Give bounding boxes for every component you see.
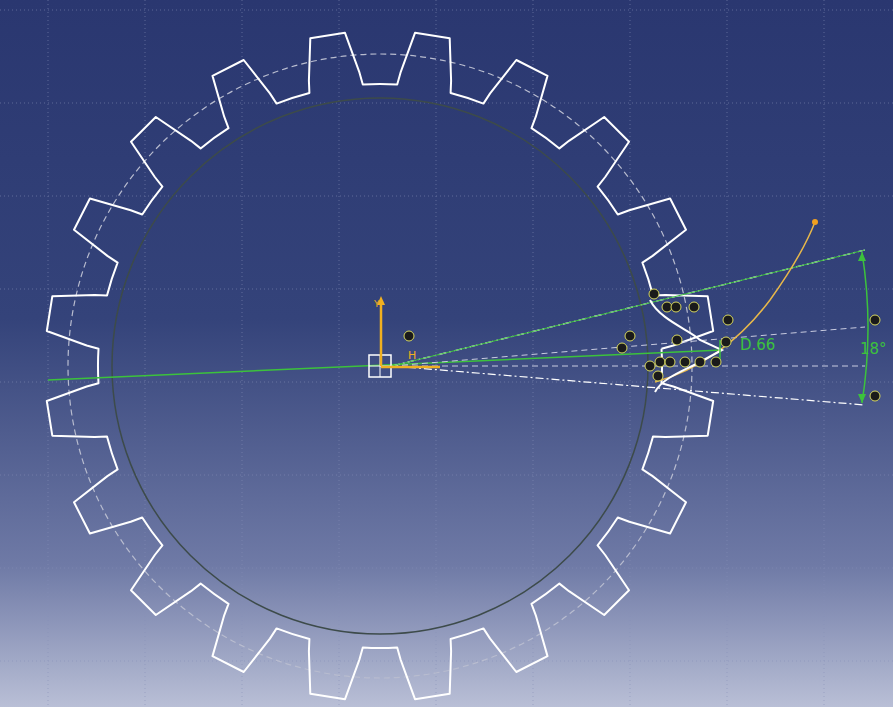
construction-line bbox=[392, 250, 865, 366]
construction-line bbox=[392, 366, 865, 367]
dimension-line bbox=[392, 250, 865, 366]
axis-label: Y bbox=[374, 300, 380, 309]
construction-line bbox=[392, 327, 865, 366]
angle-dimension: 18° bbox=[860, 342, 887, 357]
dimension-value: D.66 bbox=[740, 338, 775, 353]
horizontal-axis bbox=[48, 350, 722, 380]
pitch-circle bbox=[68, 54, 692, 678]
involute-curve bbox=[655, 222, 815, 382]
dimension-line bbox=[719, 340, 721, 360]
construction-line bbox=[392, 366, 865, 405]
h-axis-arrow bbox=[381, 366, 440, 369]
curve-endpoint bbox=[812, 219, 818, 225]
tooth-profile bbox=[650, 300, 722, 392]
constraint-symbols bbox=[404, 289, 880, 401]
axis-label: H bbox=[408, 350, 416, 361]
y-axis-arrow bbox=[380, 302, 383, 366]
angle-dimension-arc bbox=[862, 252, 868, 403]
dimension-arrow bbox=[858, 252, 866, 403]
